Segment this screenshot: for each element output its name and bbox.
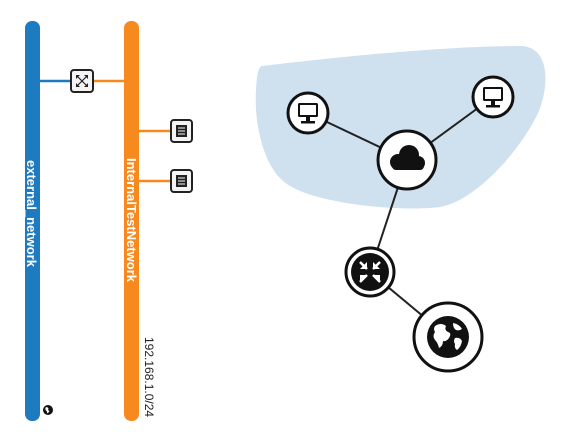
network-bar-external[interactable]: external_network xyxy=(24,21,40,421)
router-icon xyxy=(351,253,389,291)
network-label-internal: InternalTestNetwork xyxy=(124,158,139,283)
globe-icon xyxy=(427,316,469,358)
server-icon xyxy=(176,175,187,187)
instance-device-2[interactable] xyxy=(170,169,193,193)
router-device[interactable] xyxy=(70,69,94,93)
cloud-node[interactable] xyxy=(376,129,438,191)
server-icon xyxy=(176,125,187,137)
instance-device-1[interactable] xyxy=(170,119,193,143)
network-label-external: external_network xyxy=(24,160,39,268)
network-bar-internal[interactable]: InternalTestNetwork xyxy=(124,21,139,421)
monitor-node-left[interactable] xyxy=(286,91,330,135)
network-cidr-internal: 192.168.1.0/24 xyxy=(142,337,156,417)
monitor-icon xyxy=(483,87,503,108)
router-icon xyxy=(76,75,88,87)
monitor-node-right[interactable] xyxy=(471,75,515,119)
globe-node[interactable] xyxy=(412,301,484,373)
globe-icon xyxy=(43,405,53,415)
router-node[interactable] xyxy=(344,246,396,298)
cloud-icon xyxy=(390,145,425,170)
monitor-icon xyxy=(298,103,318,124)
private-network-cloud xyxy=(255,46,546,209)
